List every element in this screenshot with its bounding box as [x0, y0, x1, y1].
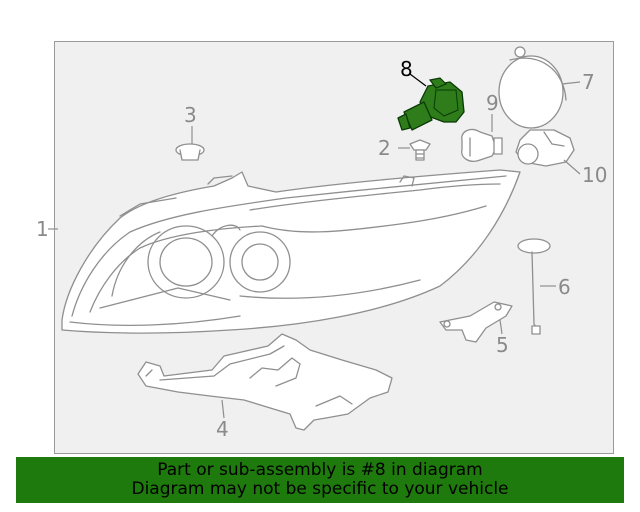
- highlighted-bulb: [397, 77, 465, 131]
- socket: [515, 129, 575, 167]
- plug-cap: [175, 143, 205, 161]
- banner-line-1: Part or sub-assembly is #8 in diagram: [157, 460, 483, 480]
- cover: [498, 46, 567, 129]
- callout-5: 5: [496, 333, 509, 357]
- callout-8: 8: [400, 57, 413, 81]
- small-bracket: [439, 301, 513, 343]
- callout-3: 3: [184, 103, 197, 127]
- leader-lines: [48, 73, 581, 419]
- lower-bracket: [137, 333, 393, 431]
- callout-1: 1: [36, 217, 49, 241]
- small-bulb: [461, 128, 503, 162]
- callout-9: 9: [486, 91, 499, 115]
- callout-10: 10: [582, 163, 607, 187]
- sensor-wire: [517, 238, 551, 335]
- headlamp-assembly: [61, 169, 521, 334]
- screw: [409, 139, 431, 161]
- callout-6: 6: [558, 275, 571, 299]
- callout-7: 7: [582, 70, 595, 94]
- callout-4: 4: [216, 417, 229, 441]
- banner-line-2: Diagram may not be specific to your vehi…: [131, 479, 509, 499]
- parts-diagram: 1 2 3 4 5 6 7 8 9 10: [36, 46, 607, 441]
- info-banner: Part or sub-assembly is #8 in diagram Di…: [16, 457, 624, 503]
- callout-2: 2: [378, 136, 391, 160]
